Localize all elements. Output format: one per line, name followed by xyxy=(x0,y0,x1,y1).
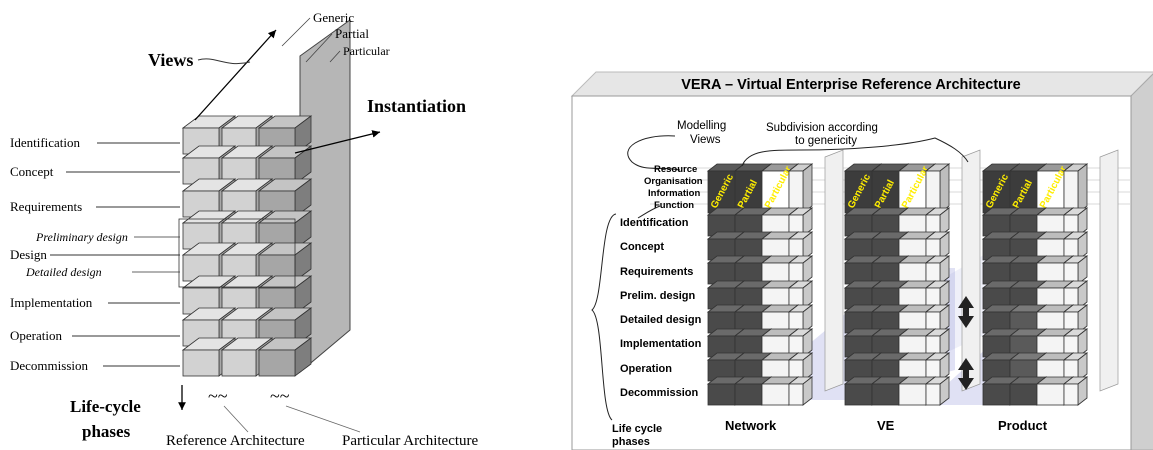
vera-phase-detailed-design: Detailed design xyxy=(620,314,702,326)
view-label-information: Information xyxy=(648,188,700,199)
phase-label-requirements: Requirements xyxy=(10,199,82,214)
views-arrow xyxy=(194,29,277,121)
entity-network: Network xyxy=(725,418,777,433)
phase-label-identification: Identification xyxy=(10,135,81,150)
header-cube-product-depth xyxy=(1062,163,1089,214)
cube-network-r3-depth xyxy=(787,280,814,310)
phase-label-concept: Concept xyxy=(10,164,54,179)
particular-arch-leader xyxy=(285,405,361,433)
lifecycle-brace xyxy=(591,213,617,421)
cube-product-r3-depth xyxy=(1062,280,1089,310)
cube-product-r4-depth xyxy=(1062,304,1089,334)
cube-ve-r2-depth xyxy=(924,255,951,285)
cube-ve-r7-depth xyxy=(924,376,951,406)
double-arrow-upper xyxy=(958,296,974,328)
tilde-reference: ~~ xyxy=(208,386,228,406)
view-label-resource: Resource xyxy=(654,164,697,175)
lifecycle-label-line2: phases xyxy=(82,422,131,441)
left-block-grid xyxy=(178,115,313,377)
phase-label-decommission: Decommission xyxy=(10,358,88,373)
header-cube-ve-depth xyxy=(924,163,951,214)
reference-arch-leader xyxy=(223,405,249,433)
frame-side-bevel xyxy=(1130,73,1153,450)
vera-lifecycle-line2: phases xyxy=(612,436,650,448)
subdivision-brace xyxy=(741,137,969,167)
genericity-label-partial: Partial xyxy=(335,26,369,41)
double-arrow-lower xyxy=(958,358,974,390)
cube-product-r0-depth xyxy=(1062,207,1089,237)
cube-ve-r6-depth xyxy=(924,352,951,382)
vera-phase-prelim-design: Prelim. design xyxy=(620,290,695,302)
tilde-particular: ~~ xyxy=(270,386,290,406)
vera-phase-concept: Concept xyxy=(620,241,664,253)
cube-ve-r1-depth xyxy=(924,231,951,261)
instantiation-arrow xyxy=(294,130,381,154)
genericity-leader-generic xyxy=(281,17,311,47)
genericity-label-generic: Generic xyxy=(313,10,354,25)
cube-network-r7-depth xyxy=(787,376,814,406)
left-diagram: Views Generic Partial Particular Instant… xyxy=(10,10,479,449)
cube-product-r1-depth xyxy=(1062,231,1089,261)
modelling-views-line2: Views xyxy=(690,134,721,146)
cube-ve-r0-depth xyxy=(924,207,951,237)
vera-phase-implementation: Implementation xyxy=(620,338,702,350)
cube-ve-r3-depth xyxy=(924,280,951,310)
cube-product-r5-depth xyxy=(1062,328,1089,358)
cube-product-r2-depth xyxy=(1062,255,1089,285)
left-block-r7-c0 xyxy=(181,337,237,377)
phase-leaders xyxy=(50,142,180,367)
phase-label-implementation: Implementation xyxy=(10,295,93,310)
cube-network-r6-depth xyxy=(787,352,814,382)
genericity-leader-particular xyxy=(329,50,341,63)
left-block-r7-c2 xyxy=(257,337,313,377)
lifecycle-label-line1: Life-cycle xyxy=(70,397,141,416)
vera-phase-decommission: Decommission xyxy=(620,387,699,399)
left-block-r4-c2 xyxy=(257,242,313,282)
view-label-function: Function xyxy=(654,200,694,211)
subphase-preliminary-design: Preliminary design xyxy=(35,230,128,244)
cube-network-r5-depth xyxy=(787,328,814,358)
vera-lifecycle-line1: Life cycle xyxy=(612,423,662,435)
genericity-leader-partial xyxy=(305,33,333,63)
entity-product: Product xyxy=(998,418,1048,433)
right-diagram: VERA – Virtual Enterprise Reference Arch… xyxy=(570,71,1153,450)
cube-network-r4-c1 xyxy=(733,304,773,334)
view-label-organisation: Organisation xyxy=(644,176,703,187)
cube-ve-r4-depth xyxy=(924,304,951,334)
phase-label-operation: Operation xyxy=(10,328,62,343)
header-cube-network-depth xyxy=(787,163,814,214)
views-leader xyxy=(197,58,251,65)
subdivision-line1: Subdivision according xyxy=(766,122,878,134)
reference-architecture-label: Reference Architecture xyxy=(166,433,305,449)
entity-ve: VE xyxy=(877,418,895,433)
subdivision-line2: to genericity xyxy=(795,135,857,147)
views-brace xyxy=(637,205,661,219)
phase-label-design: Design xyxy=(10,247,47,262)
instantiation-label: Instantiation xyxy=(367,96,466,116)
vera-phase-requirements: Requirements xyxy=(620,266,693,278)
subphase-detailed-design: Detailed design xyxy=(25,265,102,279)
particular-architecture-label: Particular Architecture xyxy=(342,433,479,449)
views-label: Views xyxy=(148,50,193,70)
modelling-views-brace xyxy=(627,135,681,171)
design-bracket xyxy=(178,218,296,288)
cube-product-r7-depth xyxy=(1062,376,1089,406)
subphase-leaders xyxy=(132,236,180,273)
vera-phase-identification: Identification xyxy=(620,217,689,229)
cube-network-r0-depth xyxy=(787,207,814,237)
left-block-r1-c2 xyxy=(257,145,313,185)
vera-title: VERA – Virtual Enterprise Reference Arch… xyxy=(681,77,1021,93)
cube-network-r4-depth xyxy=(787,304,814,334)
vera-phase-operation: Operation xyxy=(620,363,672,375)
cube-network-r2-depth xyxy=(787,255,814,285)
modelling-views-line1: Modelling xyxy=(677,120,726,132)
cube-network-r1-depth xyxy=(787,231,814,261)
genericity-label-particular: Particular xyxy=(343,44,390,58)
cube-product-r6-depth xyxy=(1062,352,1089,382)
